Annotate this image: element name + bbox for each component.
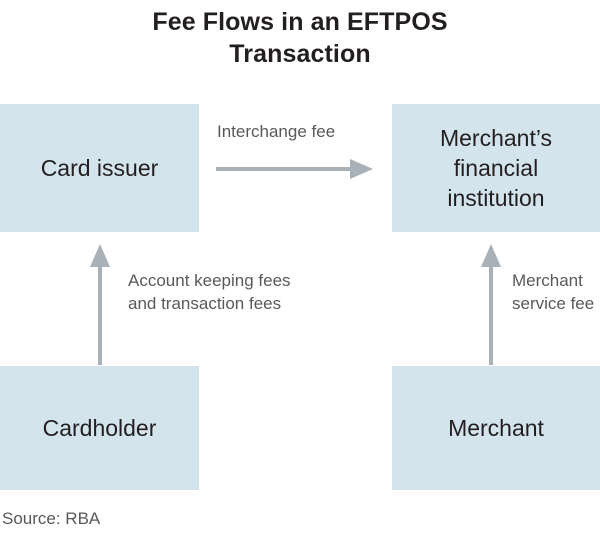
edge-label-account-keeping-fees: Account keeping fees and transaction fee… <box>128 269 291 315</box>
node-card-issuer-label: Card issuer <box>41 153 159 183</box>
node-merchant-fi-label-line-2: financial <box>453 155 539 181</box>
node-cardholder-label: Cardholder <box>43 413 157 443</box>
arrow-interchange-fee <box>216 159 373 179</box>
page-title: Fee Flows in an EFTPOS Transaction <box>0 6 600 70</box>
node-card-issuer: Card issuer <box>0 104 199 232</box>
node-merchant: Merchant <box>392 366 600 490</box>
edge-label-interchange-fee: Interchange fee <box>217 120 335 143</box>
edge-label-account-keeping-fees-line-1: Account keeping fees <box>128 271 291 290</box>
node-merchant-financial-institution-label: Merchant’s financial institution <box>440 123 552 213</box>
page-title-line-2: Transaction <box>229 40 371 68</box>
node-merchant-label: Merchant <box>448 413 544 443</box>
edge-label-interchange-fee-line-1: Interchange fee <box>217 122 336 141</box>
node-cardholder-label-line-1: Cardholder <box>42 415 157 441</box>
edge-label-merchant-service-fee: Merchant service fee <box>512 269 594 315</box>
arrow-merchant-service-fee <box>481 244 501 365</box>
node-merchant-fi-label-line-3: institution <box>447 185 545 211</box>
node-cardholder: Cardholder <box>0 366 199 490</box>
node-merchant-label-line-1: Merchant <box>448 415 544 441</box>
node-card-issuer-label-line-1: Card issuer <box>40 155 159 181</box>
edge-label-merchant-service-fee-line-2: service fee <box>512 294 595 313</box>
arrow-account-keeping-fees <box>90 244 110 365</box>
node-merchant-fi-label-line-1: Merchant’s <box>439 125 553 151</box>
source-note: Source: RBA <box>2 509 101 528</box>
node-merchant-financial-institution: Merchant’s financial institution <box>392 104 600 232</box>
edge-label-account-keeping-fees-line-2: and transaction fees <box>128 294 282 313</box>
page-title-line-1: Fee Flows in an EFTPOS <box>152 8 448 36</box>
edge-label-merchant-service-fee-line-1: Merchant <box>512 271 583 290</box>
